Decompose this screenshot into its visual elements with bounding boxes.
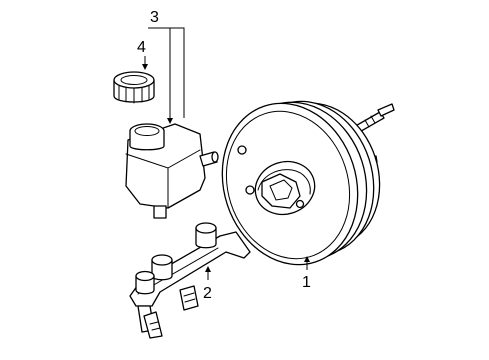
callout-4: 4 — [137, 39, 146, 56]
callout-3: 3 — [150, 9, 159, 26]
mounting-bracket: 2 — [129, 222, 251, 339]
callout-1: 1 — [302, 274, 311, 291]
brake-booster: 1 — [221, 100, 395, 291]
callout-2: 2 — [203, 285, 212, 302]
reservoir-cap: 4 — [113, 39, 155, 104]
fluid-reservoir: 3 — [125, 9, 219, 219]
